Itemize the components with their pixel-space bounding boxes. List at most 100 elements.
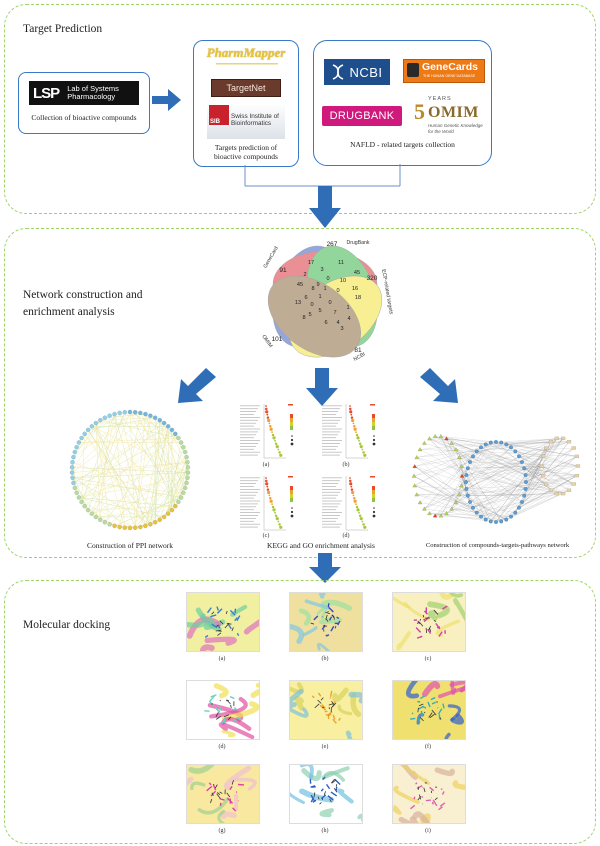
nafld-box: NCBI GeneCards THE HUMAN GENE DATABASE D… <box>313 40 492 166</box>
enrichment-point <box>274 511 276 514</box>
ppi-node <box>93 514 99 520</box>
ppi-node <box>79 435 84 441</box>
venn-count: 18 <box>355 295 361 301</box>
ppi-node <box>89 424 95 429</box>
enrichment-plot-d <box>322 476 376 531</box>
ppi-node <box>185 475 190 480</box>
ctp-compound-node <box>438 434 444 438</box>
ctp-target-node <box>513 449 518 454</box>
venn-count: 0 <box>310 302 313 308</box>
venn-set-4 <box>267 275 361 358</box>
ctp-pathway-node <box>566 440 572 444</box>
enrichment-point <box>278 451 281 454</box>
enrichment-point <box>349 407 352 411</box>
ctp-network <box>411 434 581 524</box>
venn-count: 3 <box>320 267 323 273</box>
docking-image-h <box>289 764 363 824</box>
pharmmapper-underline <box>216 63 278 65</box>
venn-count: 4 <box>347 316 350 322</box>
enrichment-point <box>265 407 268 411</box>
enrichment-point <box>265 410 269 414</box>
docking-image-g <box>186 764 260 824</box>
ctp-compound-node <box>411 473 417 478</box>
enrichment-point <box>279 453 283 457</box>
ctp-pathway-node <box>544 482 549 486</box>
enrichment-point <box>275 517 279 521</box>
ctp-compound-node <box>449 440 454 445</box>
enrichment-point <box>268 422 271 425</box>
ctp-compound-node <box>459 464 464 469</box>
ppi-node <box>76 440 82 445</box>
ppi-node <box>71 480 76 486</box>
enrichment-point <box>266 413 269 416</box>
enrichment-point <box>349 410 353 414</box>
enrichment-point <box>277 520 280 523</box>
docking-label: (f) <box>425 744 431 750</box>
ppi-node <box>138 524 143 530</box>
ctp-target-node <box>483 517 488 522</box>
ctp-target-node <box>474 510 479 515</box>
ppi-node <box>72 485 78 491</box>
enrichment-point <box>355 433 359 437</box>
genecards-icon <box>407 63 419 77</box>
ctp-target-node <box>479 445 483 450</box>
ctp-compound-node <box>453 500 459 505</box>
ctp-pathway-node <box>540 473 546 478</box>
ctp-target-node <box>509 514 513 519</box>
ppi-node <box>89 511 95 516</box>
ppi-node <box>138 410 143 416</box>
ppi-node <box>98 517 103 522</box>
ctp-target-node <box>520 500 524 504</box>
enrichment-point <box>356 508 360 512</box>
ppi-node <box>122 410 128 415</box>
ppi-node <box>79 499 84 505</box>
venn-count: 17 <box>308 260 314 266</box>
enrichment-point <box>353 497 356 500</box>
ppi-node <box>82 431 87 437</box>
pharmmapper-logo: PharmMapper <box>206 45 286 60</box>
enrichment-point <box>274 442 278 445</box>
ppi-node <box>107 522 112 527</box>
ctp-pathway-node <box>544 446 549 450</box>
sib-line1: Swiss Institute of <box>231 113 279 120</box>
ctp-target-node <box>464 480 468 484</box>
venn-count: 1 <box>318 294 321 300</box>
enrichment-point <box>271 503 273 505</box>
plot-label-a: (a) <box>262 462 270 468</box>
venn-set-label: NCBI <box>353 351 367 362</box>
enrichment-point <box>353 427 357 431</box>
ctp-pathway-node <box>571 482 576 486</box>
ctp-compound-node <box>457 492 462 497</box>
enrichment-point <box>349 477 351 479</box>
ctp-target-node <box>499 440 504 445</box>
ppi-node <box>127 409 133 415</box>
venn-count: 45 <box>354 270 360 276</box>
ctp-target-node <box>465 466 470 471</box>
target-prediction-section <box>4 4 596 214</box>
ppi-node <box>112 411 117 417</box>
enrichment-plot-c <box>240 476 294 531</box>
ctp-target-node <box>483 442 488 447</box>
lsp-letters: LSP <box>33 84 60 102</box>
enrichment-point <box>358 442 362 445</box>
network-section <box>4 228 596 558</box>
ppi-node <box>102 520 108 525</box>
right-arrow-icon <box>152 89 181 111</box>
venn-count: 1 <box>346 305 349 311</box>
venn-count: 320 <box>367 275 378 282</box>
enrichment-point <box>362 523 365 526</box>
ppi-node <box>148 413 153 418</box>
docking-image-i <box>392 764 466 824</box>
ctp-target-node <box>524 480 528 484</box>
enrichment-point <box>271 431 273 433</box>
enrichment-point <box>265 479 268 483</box>
venn-set-label: ECP-related targets <box>380 269 394 315</box>
enrichment-point <box>268 494 271 497</box>
enrichment-point <box>269 499 273 503</box>
venn-count: 0 <box>328 300 331 306</box>
venn-count: 13 <box>295 300 301 306</box>
ctp-target-node <box>499 519 504 524</box>
docking-section <box>4 580 596 844</box>
ppi-node <box>169 507 175 513</box>
down-arrow-icon <box>309 186 341 228</box>
